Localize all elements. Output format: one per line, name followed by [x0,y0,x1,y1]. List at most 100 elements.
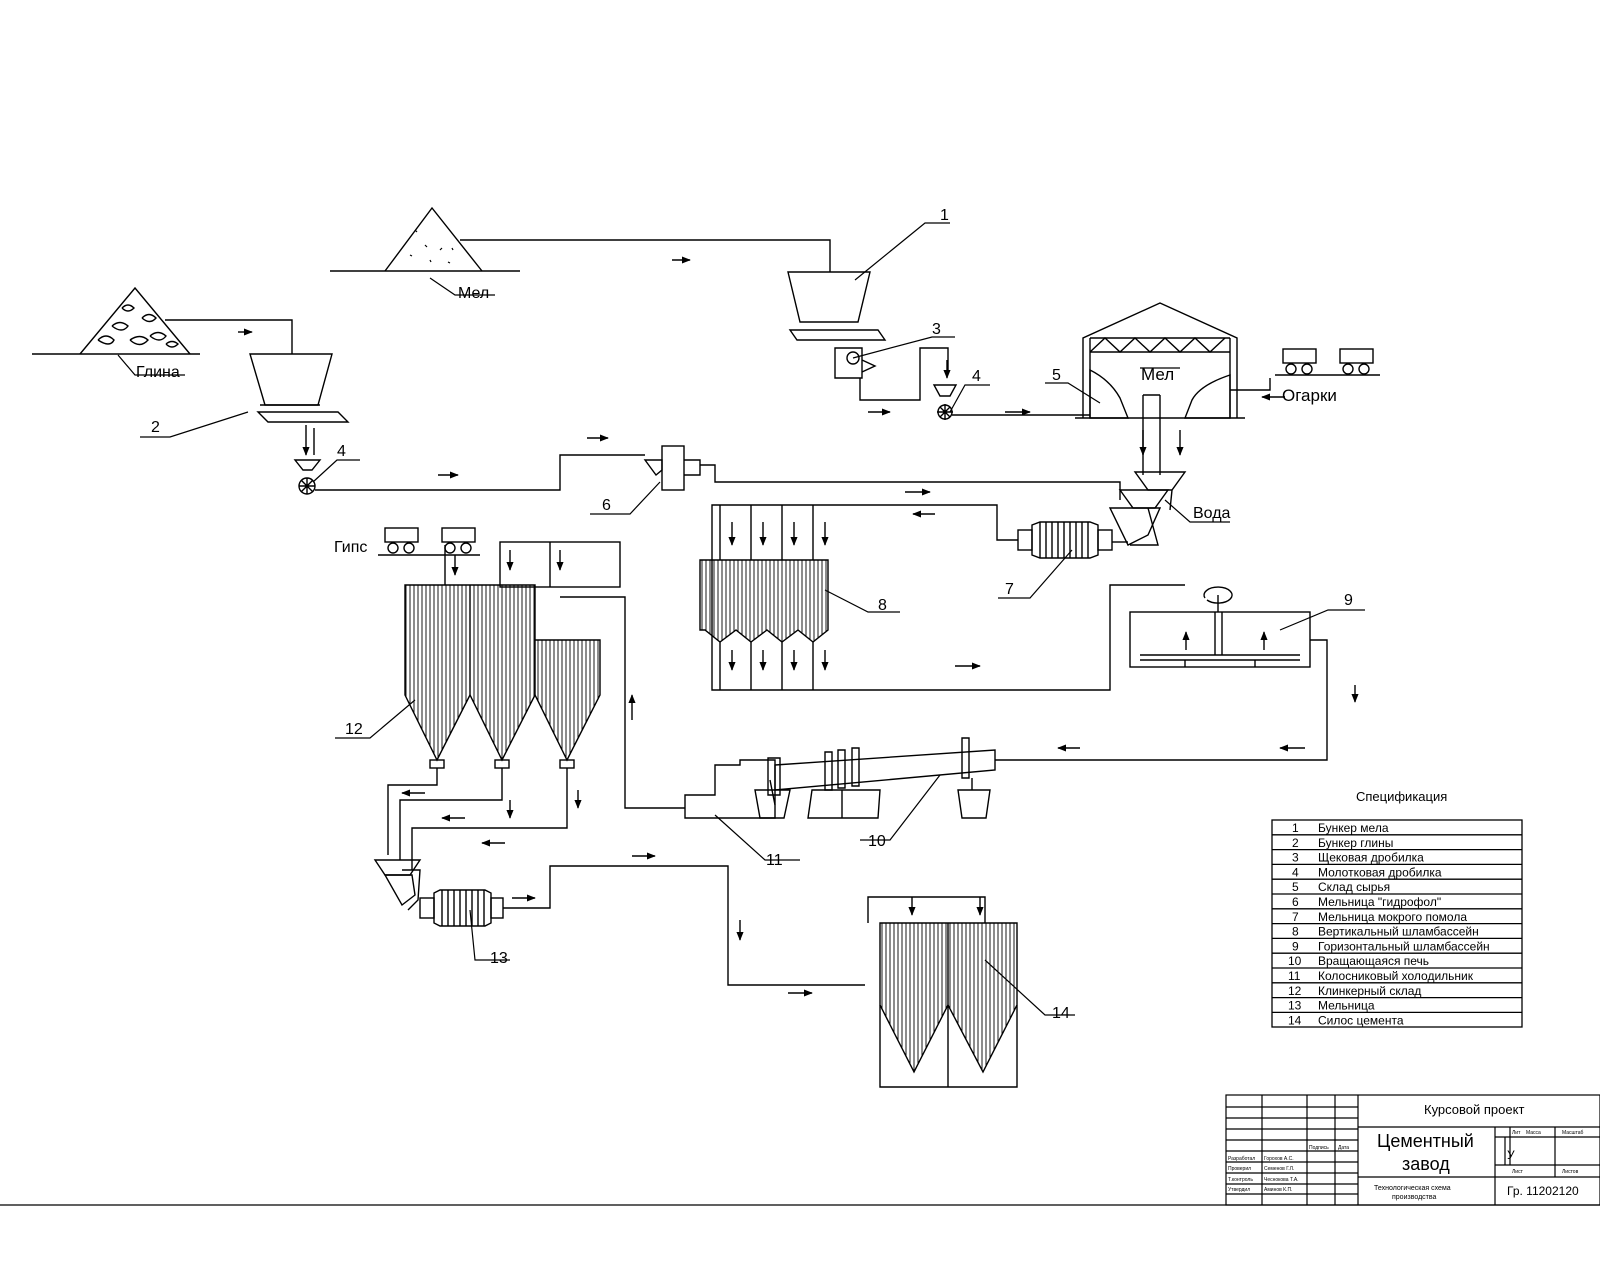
callout-6: 6 [602,497,611,514]
spec-row-name: Щековая дробилка [1318,851,1424,865]
spec-title: Спецификация [1356,789,1447,804]
spec-row-name: Мельница мокрого помола [1318,910,1467,924]
label-water: Вода [1193,505,1231,522]
callout-11: 11 [766,852,783,869]
rail-wagons-top [1275,348,1380,376]
tb-col-sheets: Листов [1562,1169,1579,1175]
rotary-kiln [754,737,996,819]
tb-role-4: Утвердил [1228,1187,1250,1193]
spec-row-name: Мельница [1318,999,1375,1013]
tb-subtitle-2: производства [1392,1194,1437,1201]
spec-row-number: 2 [1292,836,1299,850]
callout-7: 7 [1005,581,1014,598]
cement-mill [373,859,504,927]
clay-to-mill-line [315,454,645,491]
callout-3: 3 [932,321,941,338]
spec-row-number: 13 [1288,999,1302,1013]
clinker-store [404,541,621,769]
callout-5: 5 [1052,367,1061,384]
callout-12: 12 [345,721,363,738]
silo-out-line-a [387,768,438,855]
crusher-loop-line [859,347,949,401]
ogarki-line [1230,378,1271,391]
spec-row-name: Клинкерный склад [1318,984,1421,998]
hammer-crusher-left [293,459,322,495]
specification-table [1271,819,1523,1028]
tb-col-date: Дата [1338,1145,1349,1151]
tb-subtitle-1: Технологическая схема [1374,1185,1451,1192]
vertical-slurry-basins [699,505,829,690]
spec-row-name: Склад сырья [1318,880,1390,894]
tb-col-lit: Лит [1512,1130,1521,1136]
silo-out-line-c [411,768,568,870]
spec-row-name: Бункер мела [1318,821,1389,835]
mill-to-silo-line [503,865,865,986]
basin-to-kiln-line [995,639,1328,761]
spec-row-number: 10 [1288,954,1302,968]
label-chalk-pile: Мел [458,285,489,302]
spec-row-number: 5 [1292,880,1299,894]
label-ogarki: Огарки [1282,386,1337,405]
label-chalk-store: Мел [1141,365,1174,384]
tb-role-1: Разработал [1228,1156,1255,1162]
cement-silo [867,896,1018,1088]
tb-col-sheet: Лист [1512,1169,1524,1175]
callout-8: 8 [878,597,887,614]
label-clay: Глина [136,364,180,381]
spec-row-number: 11 [1288,969,1301,983]
horizontal-slurry-basin [1129,586,1311,668]
callout-9: 9 [1344,592,1353,609]
spec-row-name: Бункер глины [1318,836,1393,850]
mixing-funnel [1108,471,1187,546]
spec-row-number: 1 [1292,821,1299,835]
tb-title-1: Цементный [1377,1131,1474,1151]
silo-out-line-b [399,768,503,860]
tb-litera: У [1507,1148,1515,1162]
clay-pile [32,286,200,355]
spec-row-number: 14 [1288,1013,1302,1027]
spec-row-name: Вращающаяся печь [1318,954,1429,968]
tb-role-2: Проверил [1228,1166,1251,1172]
spec-row-name: Молотковая дробилка [1318,865,1442,879]
spec-row-name: Вертикальный шламбассейн [1318,925,1479,939]
raw-material-store [1075,302,1245,475]
callout-1: 1 [940,207,949,224]
callout-4-left: 4 [337,443,346,460]
clay-hopper [249,353,350,423]
callout-2: 2 [151,419,160,436]
tb-group: Гр. 11202120 [1507,1184,1579,1198]
tb-name-3: Чеснокова Т.А. [1264,1177,1299,1183]
callout-13: 13 [490,950,508,967]
tb-name-4: Аминов К.П. [1264,1187,1292,1193]
cooler-to-store-line [560,596,685,809]
hydrofall-mill [643,445,701,491]
grate-cooler [684,759,776,819]
jaw-crusher [834,347,877,379]
chalk-conveyor-line [460,239,831,272]
chalk-hopper [787,271,887,341]
tb-project: Курсовой проект [1424,1102,1524,1117]
rail-wagons-gypsum [378,527,480,556]
tb-col-scale: Масштаб [1562,1130,1584,1136]
callout-4-right: 4 [972,368,981,385]
tb-role-3: Т.контроль [1228,1177,1253,1183]
title-block-frame [0,1094,1600,1206]
spec-row-number: 4 [1292,865,1299,879]
callout-leaders [117,222,1365,1016]
spec-row-name: Силос цемента [1318,1013,1404,1027]
callout-14: 14 [1052,1005,1070,1022]
chalk-pile [330,206,520,272]
wet-grinding-mill [1017,521,1113,559]
mill6-to-funnel-line [700,464,1121,500]
clay-conveyor-line [165,319,293,354]
label-gypsum: Гипс [334,539,367,556]
hammer-crusher-right [932,384,958,420]
tb-col-sign: Подпись [1309,1145,1329,1151]
spec-row-number: 9 [1292,939,1299,953]
tb-title-2: завод [1402,1154,1450,1174]
callout-10: 10 [868,833,886,850]
spec-row-number: 12 [1288,984,1302,998]
tb-name-1: Горохов А.С. [1264,1156,1294,1162]
